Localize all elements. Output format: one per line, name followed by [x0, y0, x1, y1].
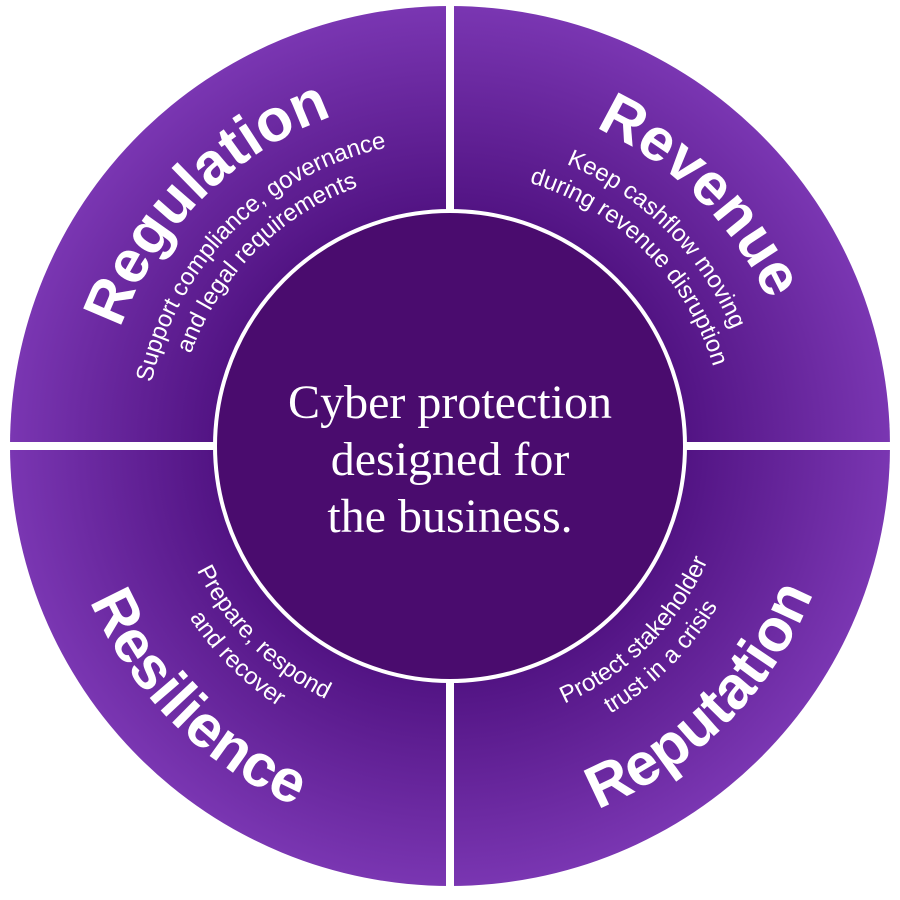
center-heading: Cyber protection designed for the busine… — [288, 376, 612, 543]
center-line: Cyber protection — [288, 376, 612, 429]
center-line: the business. — [327, 490, 572, 543]
center-line: designed for — [331, 433, 570, 486]
center-circle — [213, 209, 687, 683]
